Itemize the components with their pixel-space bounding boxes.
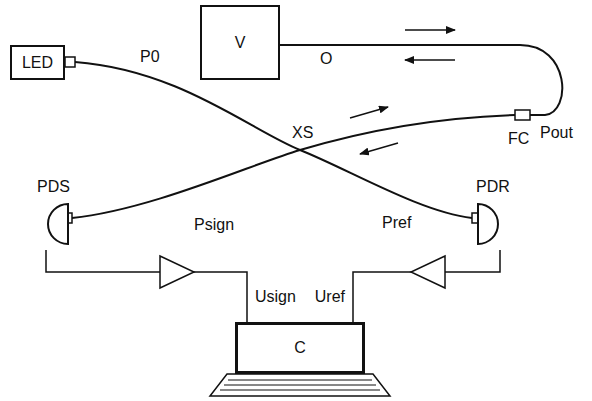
signal-label: Pref — [380, 214, 413, 232]
fiber — [72, 115, 515, 218]
node-label: LED — [22, 54, 53, 72]
instrument-box: V — [200, 5, 280, 80]
signal-label: Pout — [538, 124, 575, 142]
photodetector: PDR — [476, 178, 524, 250]
signal-label: Usign — [253, 288, 298, 306]
fiber-ferrule — [65, 57, 75, 67]
node-label: C — [294, 339, 306, 357]
fiber-loop — [280, 45, 562, 115]
photodetector: PDS — [22, 178, 70, 250]
detector-symbol — [476, 202, 506, 246]
amplifier-symbol — [411, 256, 445, 288]
source-box: LED — [10, 45, 65, 80]
signal-wire — [353, 250, 500, 322]
signal-label: O — [318, 50, 334, 68]
amplifier-symbol — [160, 256, 194, 288]
node-label: PDS — [37, 178, 70, 196]
signal-label: Psign — [192, 216, 236, 234]
computer-screen: C — [235, 322, 365, 374]
signal-label: XS — [290, 124, 315, 142]
direction-arrow — [405, 59, 455, 61]
signal-wire — [46, 250, 247, 322]
signal-label: Uref — [313, 288, 347, 306]
direction-arrow — [350, 107, 388, 118]
fiber — [75, 62, 472, 218]
keyboard-row — [220, 390, 380, 391]
detector-symbol — [40, 202, 70, 246]
node-label: PDR — [476, 178, 510, 196]
direction-arrow — [405, 29, 455, 31]
direction-arrow — [360, 143, 398, 154]
fiber-connector — [515, 110, 530, 120]
signal-label: P0 — [138, 48, 162, 66]
signal-label: FC — [506, 130, 531, 148]
laptop-base — [210, 374, 390, 396]
keyboard-row — [224, 385, 376, 386]
keyboard-row — [228, 380, 372, 381]
node-label: V — [235, 34, 246, 52]
